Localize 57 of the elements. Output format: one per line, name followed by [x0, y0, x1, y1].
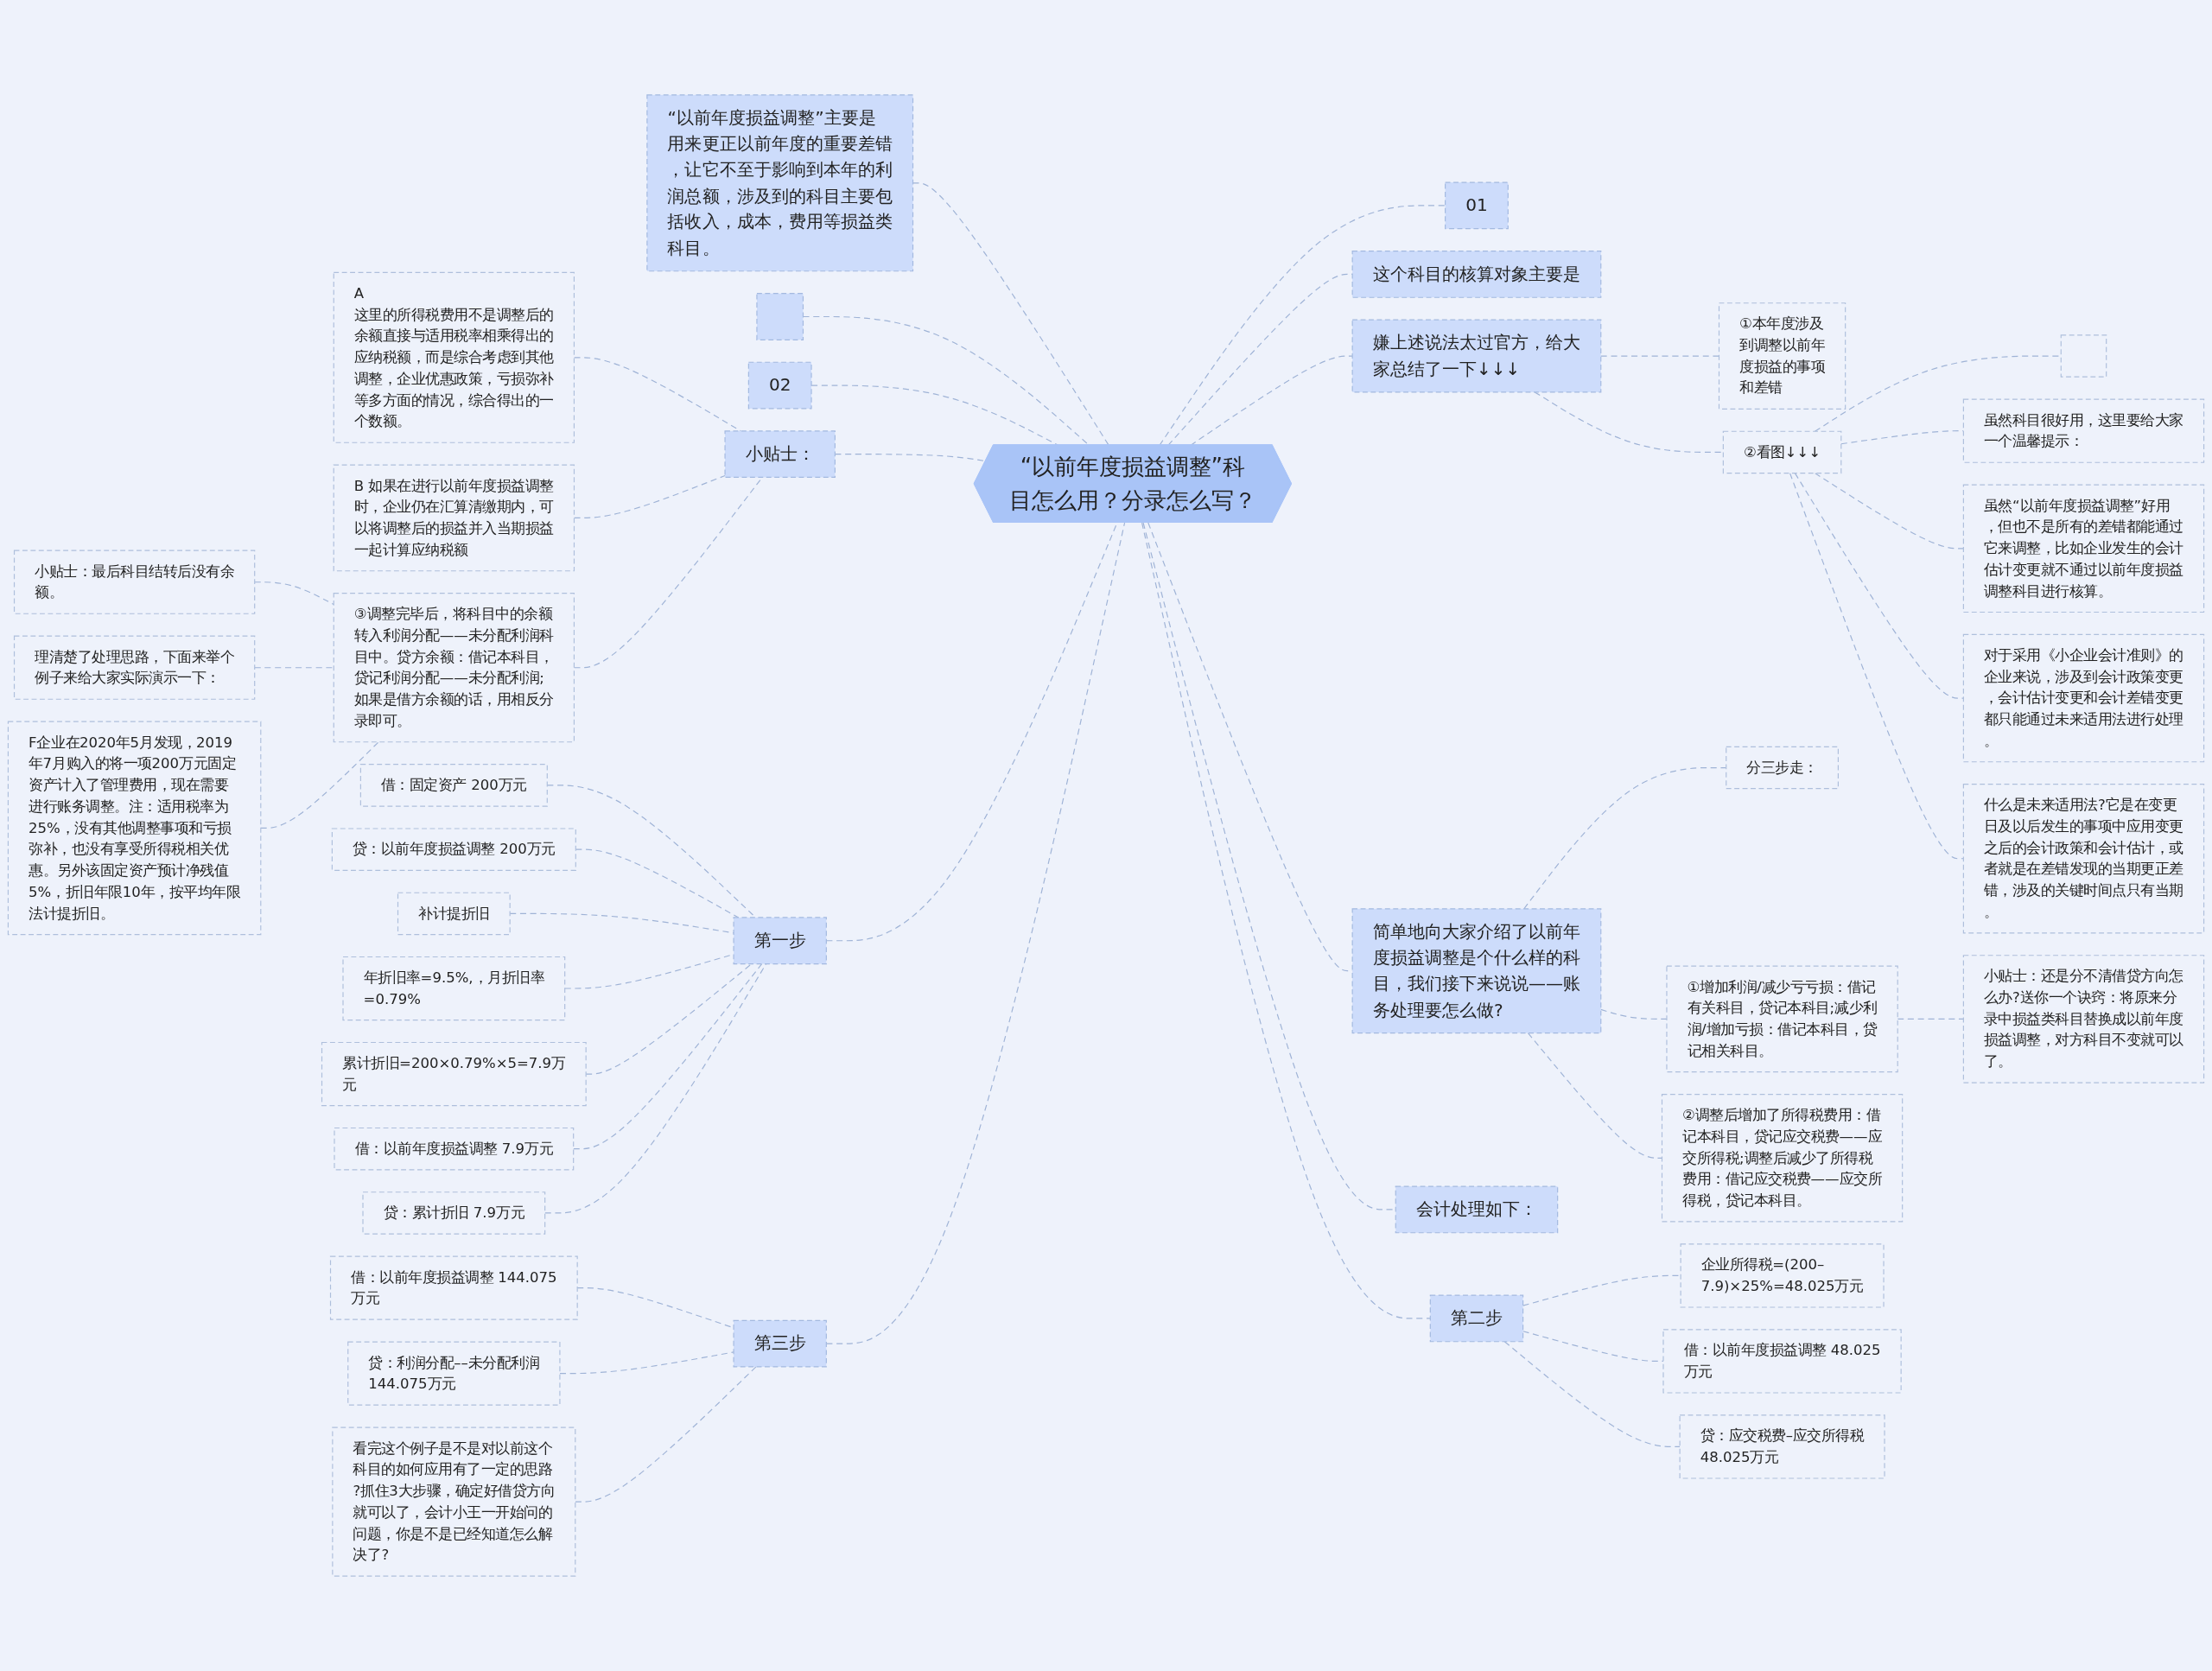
- node-box: 小贴士：最后科目结转后没有余额。: [13, 550, 256, 614]
- node-box: B 如果在进行以前年度损益调整时，企业仍在汇算清缴期内，可以将调整后的损益并入当期损益一起计算应纳税额: [333, 464, 575, 572]
- node-box: 贷：应交税费–应交所得税 48.025万元: [1679, 1414, 1885, 1479]
- connector: [1814, 355, 2062, 432]
- connector: [260, 741, 379, 829]
- connector: [1534, 391, 1724, 453]
- node-box: ②调整后增加了所得税费用：借记本科目，贷记应交税费——应交所得税;调整后减少了所得税费用：借记应交税费——应交所得税，贷记本科目。: [1661, 1094, 1904, 1223]
- node-box: ①增加利润/减少亏亏损：借记有关科目，贷记本科目;减少利润/增加亏损：借记本科目，贷记相关科目。: [1666, 965, 1898, 1073]
- connector: [1814, 473, 1964, 550]
- connector: [1522, 1331, 1664, 1363]
- node-box: 借：以前年度损益调整 7.9万元: [334, 1127, 575, 1171]
- node-box: ①本年度涉及到调整以前年度损益的事项和差错: [1718, 302, 1847, 410]
- node-box: 年折旧率=9.5%,，月折旧率=0.79%: [342, 956, 566, 1021]
- node-box: 这个科目的核算对象主要是: [1351, 251, 1602, 298]
- node-box: ③调整完毕后，将科目中的余额转入利润分配——未分配利润科目中。贷方余额：借记本科目，贷记利润分配——未分配利润;如果是借方余额的话，用相反分录即可。: [333, 593, 575, 743]
- node-box: 贷：累计折旧 7.9万元: [362, 1191, 546, 1235]
- connector: [575, 1366, 757, 1503]
- node-box: 看完这个例子是不是对以前这个科目的如何应用有了一定的思路?抓住3大步骤，确定好借贷方向就可以了，会计小王一开始问的问题，你是不是已经知道怎么解决了?: [332, 1426, 576, 1577]
- connector: [559, 1351, 734, 1375]
- node-box: 累计折旧=200×0.79%×5=7.9万元: [321, 1041, 587, 1107]
- node-box: 小贴士：: [724, 430, 836, 479]
- node-box: 嫌上述说法太过官方，给大家总结了一下↓↓↓: [1351, 319, 1602, 393]
- node-box: 贷：以前年度损益调整 200万元: [331, 828, 576, 871]
- node-box: 01: [1445, 181, 1509, 230]
- node-box: ②看图↓↓↓: [1722, 430, 1842, 474]
- node-box: 企业所得税=(200–7.9)×25%=48.025万元: [1680, 1243, 1885, 1308]
- connector: [1522, 1274, 1681, 1306]
- node-box: 借：以前年度损益调整 48.025万元: [1662, 1329, 1902, 1394]
- connector: [254, 581, 334, 606]
- node-box: 分三步走：: [1726, 746, 1839, 790]
- node-box: 借：固定资产 200万元: [359, 764, 548, 807]
- node-box: 借：以前年度损益调整 144.075万元: [329, 1255, 578, 1320]
- node-box: 02: [747, 361, 812, 410]
- connector: [1503, 1341, 1681, 1448]
- connector: [573, 963, 763, 1150]
- node-box: A 这里的所得税费用不是调整后的余额直接与适用税率相乘得出的应纳税额，而是综合考虑到其他调整，企业优惠政策，亏损弥补等多方面的情况，综合得出的一个数额。: [333, 271, 575, 443]
- node-box: 会计处理如下：: [1395, 1185, 1559, 1234]
- node-box: 什么是未来适用法?它是在变更日及以后发生的事项中应用变更之后的会计政策和会计估计，或者就是在差错发现的当期更正差错，涉及的关键时间点只有当期。: [1962, 784, 2205, 934]
- connector: [1789, 473, 1964, 860]
- node-box: 第一步: [733, 917, 827, 965]
- node-box: “以前年度损益调整”主要是用来更正以前年度的重要差错，让它不至于影响到本年的利润总额，涉及到的科目主要包括收入，成本，费用等损益类科目。: [646, 94, 914, 272]
- node-box: 虽然“以前年度损益调整”好用，但也不是所有的差错都能通过它来调整，比如企业发生的会计估计变更就不通过以前年度损益调整科目进行核算。: [1962, 484, 2205, 613]
- node-box: 贷：利润分配––未分配利润 144.075万元: [347, 1341, 561, 1406]
- node-box: 第三步: [733, 1319, 827, 1368]
- node-box: 对于采用《小企业会计准则》的企业来说，涉及到会计政策变更，会计估计变更和会计差错变更都只能通过未来适用法进行处理。: [1962, 633, 2205, 763]
- node-box: F企业在2020年5月发现，2019年7月购入的将一项200万元固定资产计入了管理费用，现在需要进行账务调整。注：适用税率为25%，没有其他调整事项和亏损弥补，也没有享受所得税相关优惠。另外该固定资产预计净残值5%，折旧年限10年，按平均年限法计提折旧。: [7, 721, 262, 936]
- connector: [254, 667, 334, 669]
- node-box: 简单地向大家介绍了以前年度损益调整是个什么样的科目，我们接下来说说——账务处理要怎么做?: [1351, 908, 1602, 1034]
- node-box: 第二步: [1429, 1294, 1524, 1343]
- node-box: [2060, 334, 2107, 378]
- connector: [1141, 522, 1431, 1319]
- connector: [1794, 473, 1964, 699]
- node-box: 虽然科目很好用，这里要给大家一个温馨提示：: [1962, 398, 2205, 463]
- node-box: [756, 293, 804, 340]
- node-box: 理清楚了处理思路，下面来举个例子来给大家实际演示一下：: [13, 635, 256, 700]
- node-box: 补计提折旧: [397, 892, 511, 936]
- node-box: 小贴士：还是分不清借贷方向怎么办?送你一个诀窍：将原来分录中损益类科目替换成以前年度损益调整，对方科目不变就可以了。: [1962, 955, 2205, 1083]
